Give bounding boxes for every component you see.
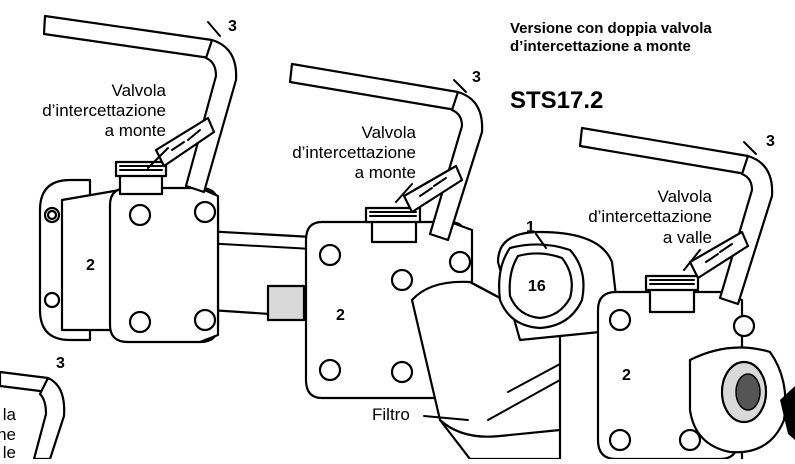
label-middle-line3: a monte — [355, 163, 416, 182]
label-right-line1: Valvola — [658, 187, 713, 206]
leader-lines — [147, 21, 757, 421]
middle-upstream-valve — [288, 62, 484, 400]
title-line-1: Versione con doppia valvola — [510, 20, 712, 37]
label-partial-line2: ne — [0, 425, 16, 444]
label-right-line3: a valle — [663, 228, 712, 247]
callout-strainer: 1 — [526, 219, 535, 236]
callout-numbers: 3 3 3 3 2 2 2 1 16 — [56, 18, 775, 384]
label-left-line1: Valvola — [112, 81, 167, 100]
label-middle-line2: d’intercettazione — [292, 143, 416, 162]
callout-handle-partial: 3 — [56, 355, 65, 372]
label-left-valve: Valvola d’intercettazione a monte — [42, 81, 166, 140]
label-partial-line3: le — [3, 443, 16, 459]
callout-handle-right: 3 — [766, 133, 775, 150]
model-name: STS17.2 — [510, 87, 603, 114]
title-line-2: d’intercettazione a monte — [510, 38, 691, 55]
callout-size: 16 — [528, 278, 546, 295]
label-middle-valve: Valvola d’intercettazione a monte — [292, 123, 416, 182]
callout-handle-middle: 3 — [472, 69, 481, 86]
header-text: Versione con doppia valvola d’intercetta… — [510, 20, 712, 114]
left-upstream-valve — [38, 14, 238, 344]
callout-body-middle: 2 — [336, 307, 345, 324]
callout-body-right: 2 — [622, 367, 631, 384]
callout-handle-left: 3 — [228, 18, 237, 35]
label-partial-valve: la ne le — [0, 405, 17, 462]
callout-body-left: 2 — [86, 257, 95, 274]
label-left-line3: a monte — [105, 121, 166, 140]
right-downstream-valve — [578, 126, 795, 461]
label-filter: Filtro — [372, 405, 410, 424]
label-partial-line1: la — [3, 405, 17, 424]
label-right-line2: d’intercettazione — [588, 207, 712, 226]
label-left-line2: d’intercettazione — [42, 101, 166, 120]
label-middle-line1: Valvola — [362, 123, 417, 142]
label-right-valve: Valvola d’intercettazione a valle — [588, 187, 712, 247]
y-strainer — [410, 230, 622, 461]
